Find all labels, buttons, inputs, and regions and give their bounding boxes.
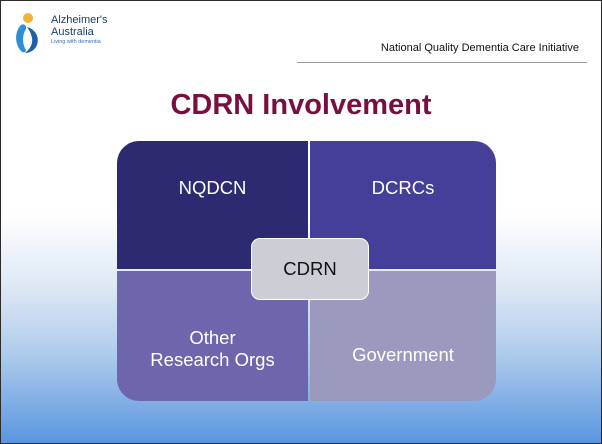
person-logo-icon — [16, 13, 38, 53]
quadrant-label-dcrcs: DCRCs — [371, 177, 435, 198]
center-node-cdrn: CDRN — [251, 238, 369, 300]
center-node-label: CDRN — [283, 258, 337, 279]
logo-name-line1: Alzheimer's — [51, 14, 108, 26]
quadrant-label-line2: Research Orgs — [150, 349, 275, 371]
quadrant-nqdcn: NQDCN — [117, 141, 308, 269]
alzheimers-australia-logo: Alzheimer's Australia Living with dement… — [11, 9, 151, 61]
logo-tagline: Living with dementia — [51, 39, 101, 45]
quadrant-label-other-research-orgs: Other Research Orgs — [117, 327, 308, 371]
logo-name-line2: Australia — [51, 26, 94, 38]
quadrant-label-government: Government — [352, 344, 454, 365]
quadrant-label-line1: Other — [189, 327, 236, 348]
initiative-title: National Quality Dementia Care Initiativ… — [380, 42, 579, 54]
slide-title: CDRN Involvement — [170, 89, 432, 121]
quadrant-label-nqdcn: NQDCN — [178, 177, 247, 198]
logo-text: Alzheimer's Australia Living with dement… — [51, 15, 108, 46]
header-divider — [297, 62, 587, 63]
